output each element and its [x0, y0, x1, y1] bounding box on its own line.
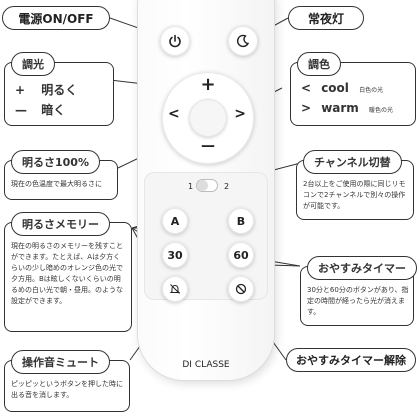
warm-row: > warm 暖色の光 [301, 101, 393, 115]
timer-cancel-button[interactable] [228, 276, 254, 302]
power-callout-text: 電源ON/OFF [18, 11, 94, 26]
mute-title: 操作音ミュート [11, 350, 110, 374]
channel-title: チャンネル切替 [303, 150, 402, 174]
night-light-callout-text: 常夜灯 [307, 11, 344, 26]
timer-30-button[interactable]: 30 [162, 242, 188, 268]
channel-callout: チャンネル切替 2台以上をご使用の際に同じリモコンで2チャンネルで別々の操作が可… [296, 150, 414, 220]
brand-logo: DI CLASSE [182, 360, 230, 370]
moon-icon [236, 34, 250, 48]
color-title: 調色 [297, 52, 341, 76]
timer-60-label: 60 [233, 248, 249, 262]
cool-row: < cool 白色の光 [301, 81, 383, 95]
sleep-cancel-text: おやすみタイマー解除 [296, 354, 406, 367]
warm-note: 暖色の光 [368, 107, 393, 114]
night-light-button[interactable] [228, 26, 258, 56]
plus-symbol: + [15, 83, 26, 97]
cancel-icon [235, 283, 247, 295]
mute-desc: ピッピッというボタンを押した時に出る音を消します。 [11, 380, 123, 399]
timer-60-button[interactable]: 60 [228, 242, 254, 268]
sleep-timer-title: おやすみタイマー [307, 256, 417, 280]
memory-title: 明るさメモリー [11, 212, 110, 236]
power-icon [169, 34, 181, 48]
memory-b-button[interactable]: B [228, 208, 254, 234]
memory-callout: 明るさメモリー 現在の明るさのメモリーを残すことができます。たとえば、Aは夕方く… [4, 212, 132, 332]
channel-2-label: 2 [224, 182, 230, 191]
brighten-row: + 明るく [15, 81, 77, 98]
memory-b-label: B [236, 214, 246, 228]
timer-30-label: 30 [167, 248, 183, 262]
channel-1-label: 1 [188, 182, 194, 191]
brightness-100-title: 明るさ100% [11, 150, 100, 174]
remote-control: + — < > 1 2 A B 30 60 DI CLASSE [138, 0, 274, 380]
warm-button[interactable]: > [234, 106, 246, 122]
sleep-timer-callout: おやすみタイマー 30分と60分のボタンがあり、指定の時間が経ったら光が消えます… [300, 256, 417, 326]
power-button[interactable] [160, 26, 190, 56]
brighten-text: 明るく [41, 83, 78, 97]
power-callout: 電源ON/OFF [2, 6, 110, 30]
dpad-ring: + — < > [162, 72, 254, 164]
sleep-cancel-callout: おやすみタイマー解除 [286, 348, 416, 372]
warm-label: warm [321, 101, 359, 115]
dim-row: — 暗く [15, 101, 65, 118]
bell-off-icon [169, 284, 181, 294]
warm-arrow: > [301, 101, 312, 115]
dim-button[interactable]: — [201, 138, 215, 154]
memory-a-button[interactable]: A [162, 208, 188, 234]
mute-callout: 操作音ミュート ピッピッというボタンを押した時に出る音を消します。 [4, 350, 130, 412]
memory-desc: 現在の明るさのメモリーを残すことができます。たとえば、Aは夕方くらいの少し暗めの… [11, 242, 123, 305]
cool-label: cool [321, 81, 349, 95]
brightness-100-desc: 現在の色温度で最大明るさに [11, 180, 102, 188]
channel-switch[interactable] [196, 179, 218, 192]
night-light-callout: 常夜灯 [288, 6, 364, 30]
channel-switch-knob [197, 180, 208, 191]
dim-text: 暗く [41, 103, 66, 117]
brightness-100-callout: 明るさ100% 現在の色温度で最大明るさに [4, 150, 118, 200]
brighten-button[interactable]: + [200, 74, 216, 95]
mute-button[interactable] [162, 276, 188, 302]
color-callout: 調色 < cool 白色の光 > warm 暖色の光 [290, 52, 416, 126]
sleep-timer-desc: 30分と60分のボタンがあり、指定の時間が経ったら光が消えます。 [307, 286, 409, 316]
brightness-100-button[interactable] [189, 99, 227, 137]
dimming-title: 調光 [11, 52, 55, 76]
memory-a-label: A [170, 214, 180, 228]
cool-note: 白色の光 [359, 87, 384, 94]
dimming-callout: 調光 + 明るく — 暗く [4, 52, 114, 126]
channel-desc: 2台以上をご使用の際に同じリモコンで2チャンネルで別々の操作が可能です。 [303, 180, 406, 210]
cool-button[interactable]: < [168, 106, 180, 122]
cool-arrow: < [301, 81, 312, 95]
minus-symbol: — [15, 103, 27, 117]
